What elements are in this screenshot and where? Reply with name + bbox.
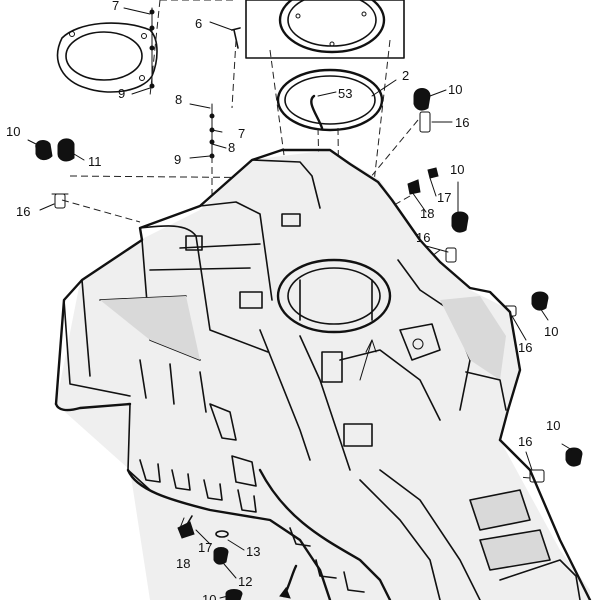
callout-53: 53 bbox=[338, 86, 352, 101]
callout-10-bottom-right: 10 bbox=[546, 418, 560, 433]
callout-10-right-lower: 10 bbox=[544, 324, 558, 339]
callout-7-middle: 7 bbox=[238, 126, 245, 141]
fuel-pump-flange bbox=[245, 0, 405, 59]
callout-10-right-middle: 10 bbox=[450, 162, 464, 177]
callout-11: 11 bbox=[88, 154, 102, 169]
seal-ring bbox=[276, 68, 384, 132]
callout-17-bottom: 17 bbox=[198, 540, 212, 555]
callout-9-middle: 9 bbox=[174, 152, 181, 167]
fuel-tank-body bbox=[54, 148, 592, 600]
callout-18-bottom: 18 bbox=[176, 556, 190, 571]
callout-16-right-lower: 16 bbox=[518, 340, 532, 355]
callout-2: 2 bbox=[402, 68, 409, 83]
callout-9-top: 9 bbox=[118, 86, 125, 101]
callout-10-bottom: 10 bbox=[202, 592, 216, 600]
callout-16-left: 16 bbox=[16, 204, 30, 219]
callout-13: 13 bbox=[246, 544, 260, 559]
bottom-hardware bbox=[177, 515, 243, 600]
callout-16-right-middle: 16 bbox=[416, 230, 430, 245]
callout-labels: 7 6 9 2 53 10 16 8 7 8 9 10 11 16 17 18 … bbox=[6, 0, 560, 600]
grommets-right bbox=[407, 88, 583, 483]
grommets-left bbox=[35, 138, 75, 209]
screw-stack-upper bbox=[149, 7, 241, 159]
callout-6: 6 bbox=[195, 16, 202, 31]
callout-16-bottom-right: 16 bbox=[518, 434, 532, 449]
callout-7-top: 7 bbox=[112, 0, 119, 13]
callout-8-upper: 8 bbox=[175, 92, 182, 107]
callout-8-lower: 8 bbox=[228, 140, 235, 155]
callout-16-right-top: 16 bbox=[455, 115, 469, 130]
callout-10-right-top: 10 bbox=[448, 82, 462, 97]
callout-18-right: 18 bbox=[420, 206, 434, 221]
gasket-plate bbox=[56, 22, 158, 93]
callout-10-left: 10 bbox=[6, 124, 20, 139]
callout-17-right: 17 bbox=[437, 190, 451, 205]
leader-lines bbox=[27, 7, 573, 599]
callout-12: 12 bbox=[238, 574, 252, 589]
